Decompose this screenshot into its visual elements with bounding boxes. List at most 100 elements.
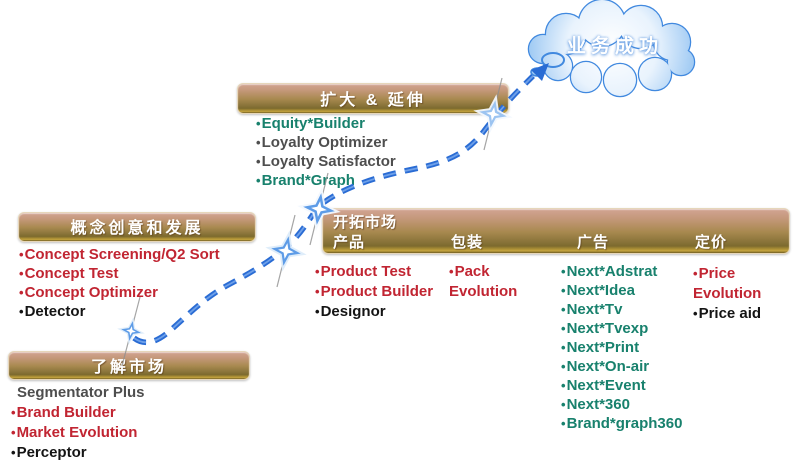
bullet-icon: •	[561, 264, 566, 279]
bullet-icon: •	[11, 425, 16, 440]
list-item: •Next*Tvexp	[561, 319, 682, 338]
cloud-tail-bubble	[541, 52, 565, 68]
bullet-icon: •	[315, 304, 320, 319]
item-label: Pack Evolution	[449, 263, 518, 300]
list-item: •Brand*graph360	[561, 414, 682, 433]
bullet-icon: •	[19, 285, 24, 300]
item-label: Loyalty Optimizer	[261, 134, 388, 151]
item-label: Next*On-air	[566, 358, 650, 375]
bullet-icon: •	[11, 445, 16, 460]
item-label: Designor	[320, 303, 386, 320]
item-label: Segmentator Plus	[17, 384, 145, 401]
list-item: •Product Builder	[315, 282, 433, 302]
cloud-tail-bubble	[530, 67, 544, 77]
item-label: Product Test	[320, 263, 412, 280]
list-item: •Detector	[19, 302, 220, 321]
item-label: Next*Tv	[566, 301, 623, 318]
item-label: Brand*Graph	[261, 172, 355, 189]
bullet-icon: •	[561, 359, 566, 374]
packaging-column-list: •Pack Evolution	[449, 262, 533, 302]
list-item: •Price aid	[693, 304, 789, 324]
item-label: Perceptor	[16, 444, 87, 461]
item-label: Brand*graph360	[566, 415, 683, 432]
list-item: •Perceptor	[11, 443, 145, 463]
list-item: •Brand Builder	[11, 403, 145, 423]
item-label: Next*Idea	[566, 282, 635, 299]
column-header-advertising: 广告	[577, 234, 610, 251]
item-label: Price aid	[698, 305, 762, 322]
sparkle-star-icon	[265, 230, 307, 272]
cloud-success-label: 业务成功	[566, 36, 663, 57]
column-header-product: 产品	[333, 234, 366, 251]
understand-product-list: Segmentator Plus•Brand Builder•Market Ev…	[11, 383, 145, 463]
list-item: •Product Test	[315, 262, 433, 282]
bullet-icon: •	[693, 266, 698, 281]
bullet-icon: •	[561, 321, 566, 336]
item-label: Concept Optimizer	[24, 284, 158, 301]
list-item: •Next*Event	[561, 376, 682, 395]
list-item: •Next*Adstrat	[561, 262, 682, 281]
item-label: Next*Event	[566, 377, 646, 394]
item-label: Equity*Builder	[261, 115, 365, 132]
bullet-icon: •	[693, 306, 698, 321]
bullet-icon: •	[256, 154, 261, 169]
item-label: Brand Builder	[16, 404, 116, 421]
bar-expand-title: 扩大 & 延伸	[320, 91, 426, 109]
bullet-icon: •	[256, 173, 261, 188]
list-item: •Next*Print	[561, 338, 682, 357]
success-cloud-icon	[527, 0, 696, 98]
bullet-icon: •	[19, 247, 24, 262]
item-label: Next*Tvexp	[566, 320, 649, 337]
bar-explore-market: 开拓市场 产品 包装 广告 定价	[322, 208, 790, 254]
bullet-icon: •	[561, 340, 566, 355]
list-item: •Designor	[315, 302, 433, 322]
bullet-icon: •	[561, 302, 566, 317]
bar-understand-market: 了解市场	[8, 351, 250, 380]
list-item: •Loyalty Optimizer	[256, 133, 396, 152]
arrowhead-icon	[531, 63, 549, 81]
bullet-icon: •	[19, 266, 24, 281]
bar-concept-development: 概念创意和发展	[18, 212, 256, 242]
item-label: Concept Test	[24, 265, 119, 282]
item-label: Price Evolution	[693, 265, 762, 302]
bullet-icon: •	[256, 116, 261, 131]
bar-explore-title: 开拓市场	[333, 214, 398, 231]
bullet-icon: •	[561, 397, 566, 412]
item-label: Loyalty Satisfactor	[261, 153, 396, 170]
item-label: Concept Screening/Q2 Sort	[24, 246, 220, 263]
bullet-icon: •	[315, 264, 320, 279]
sparkle-streak	[276, 214, 296, 288]
bullet-icon: •	[11, 405, 16, 420]
expand-product-list: •Equity*Builder•Loyalty Optimizer•Loyalt…	[256, 114, 396, 190]
list-item: Segmentator Plus	[11, 383, 145, 403]
list-item: •Next*On-air	[561, 357, 682, 376]
bullet-icon: •	[449, 264, 454, 279]
column-header-pricing: 定价	[695, 234, 728, 251]
list-item: •Next*Tv	[561, 300, 682, 319]
item-label: Next*Print	[566, 339, 640, 356]
bullet-icon: •	[315, 284, 320, 299]
bullet-icon: •	[561, 416, 566, 431]
bullet-icon: •	[19, 304, 24, 319]
list-item: •Equity*Builder	[256, 114, 396, 133]
bar-expand-extend: 扩大 & 延伸	[237, 83, 509, 114]
bullet-icon: •	[561, 378, 566, 393]
pricing-column-list: •Price Evolution•Price aid	[693, 264, 789, 324]
list-item: •Pack Evolution	[449, 262, 533, 302]
item-label: Product Builder	[320, 283, 434, 300]
list-item: •Loyalty Satisfactor	[256, 152, 396, 171]
concept-product-list: •Concept Screening/Q2 Sort•Concept Test•…	[19, 245, 220, 321]
bullet-icon: •	[561, 283, 566, 298]
item-label: Market Evolution	[16, 424, 138, 441]
advertising-column-list: •Next*Adstrat•Next*Idea•Next*Tv•Next*Tve…	[561, 262, 682, 433]
product-column-list: •Product Test•Product Builder•Designor	[315, 262, 433, 322]
list-item: •Price Evolution	[693, 264, 789, 304]
bar-concept-title: 概念创意和发展	[70, 220, 204, 238]
item-label: Detector	[24, 303, 86, 320]
list-item: •Brand*Graph	[256, 171, 396, 190]
list-item: •Concept Screening/Q2 Sort	[19, 245, 220, 264]
list-item: •Concept Test	[19, 264, 220, 283]
bullet-icon: •	[256, 135, 261, 150]
list-item: •Next*360	[561, 395, 682, 414]
